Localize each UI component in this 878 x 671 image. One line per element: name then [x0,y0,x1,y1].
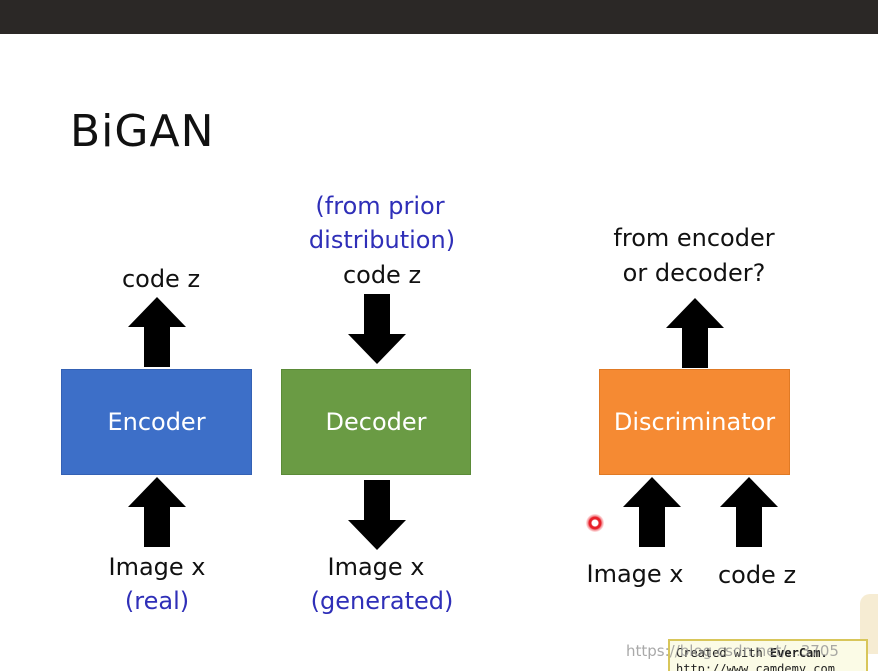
watermark-url-line: http://www.camdemy.com [676,662,835,671]
encoder-block: Encoder [61,369,252,475]
blog-url-watermark: https://blog.csdn.net/...3705 [626,642,839,660]
discriminator-image-input-arrow [623,477,681,547]
window-top-bar [0,0,878,34]
decoder-prior-note-line2: distribution) [308,226,456,254]
discriminator-code-input-label: code z [717,561,797,589]
watermark-brand: EverCam. [769,646,828,660]
encoder-input-note: (real) [124,587,190,615]
discriminator-question-line2: or decoder? [622,259,766,287]
decoder-output-label: Image x [327,553,425,581]
laser-pointer-dot [586,514,604,532]
discriminator-block: Discriminator [599,369,790,475]
encoder-output-arrow [128,297,186,367]
decoder-input-label: code z [342,261,422,289]
decoder-output-arrow [348,480,406,550]
watermark-prefix: Created with [676,646,770,660]
decoder-prior-note-line1: (from prior [315,192,445,220]
encoder-label: Encoder [107,408,206,436]
decoder-output-note: (generated) [310,587,454,615]
discriminator-question-line1: from encoder [613,224,775,252]
decoder-label: Decoder [325,408,427,436]
discriminator-image-input-label: Image x [586,560,684,588]
slide-title: BiGAN [70,106,215,157]
discriminator-code-input-arrow [720,477,778,547]
decoder-block: Decoder [281,369,471,475]
discriminator-output-arrow [666,298,724,368]
encoder-input-arrow [128,477,186,547]
discriminator-label: Discriminator [613,408,776,436]
slide: BiGAN code z Encoder Image x (real) (fro… [0,34,878,671]
decoder-input-arrow [348,294,406,364]
encoder-input-label: Image x [108,553,206,581]
encoder-output-label: code z [121,265,201,293]
evercam-watermark: Created with EverCam. http://www.camdemy… [668,639,868,671]
